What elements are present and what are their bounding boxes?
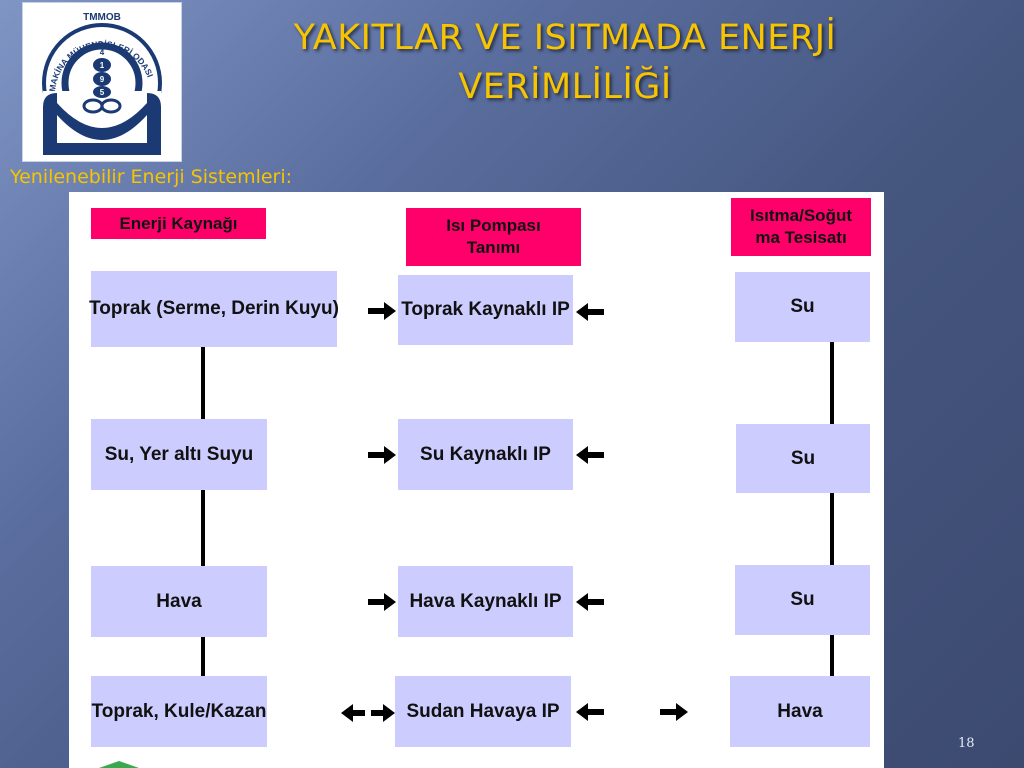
source-box-air: Hava [91, 566, 267, 637]
logo-digit-1: 1 [100, 61, 105, 70]
arrow-right-icon [368, 302, 396, 320]
arrow-left-icon [576, 446, 604, 464]
logo-digit-2: 9 [100, 75, 105, 84]
source-box-ground-tower-boiler: Toprak, Kule/Kazan [91, 676, 267, 747]
header-heat-pump: Isı Pompası Tanımı [406, 208, 581, 266]
arrow-right-icon [660, 703, 688, 721]
logo-emblem-icon: TMMOB MAKİNA MÜHENDİSLERİ ODASI 1 9 5 4 [42, 12, 162, 155]
logo-top-text: TMMOB [83, 12, 121, 23]
pump-box-air-source: Hava Kaynaklı IP [398, 566, 573, 637]
connector-line [830, 493, 834, 565]
pump-box-ground-source: Toprak Kaynaklı IP [398, 275, 573, 345]
connector-line [830, 342, 834, 424]
arrow-right-icon [368, 446, 396, 464]
tmmob-logo: TMMOB MAKİNA MÜHENDİSLERİ ODASI 1 9 5 4 [22, 2, 182, 162]
logo-digit-3: 5 [100, 88, 105, 97]
page-number: 18 [958, 736, 975, 751]
header-energy-source: Enerji Kaynağı [91, 208, 266, 239]
source-box-ground: Toprak (Serme, Derin Kuyu) [89, 271, 339, 347]
arrow-right-icon [368, 593, 396, 611]
green-corner-shape [99, 761, 139, 768]
slide-title: YAKITLAR VE ISITMADA ENERJİ VERİMLİLİĞİ [240, 14, 890, 112]
slide-title-line-2: VERİMLİLİĞİ [458, 67, 672, 107]
double-arrow-icon [341, 704, 395, 722]
header-heating-system: Isıtma/Soğut ma Tesisatı [731, 198, 871, 256]
logo-digit-4: 4 [100, 48, 105, 57]
system-box-water-2: Su [736, 424, 870, 493]
slide-title-line-1: YAKITLAR VE ISITMADA ENERJİ [293, 18, 837, 58]
system-box-water-3: Su [735, 565, 870, 635]
header-heat-pump-line-1: Isı Pompası [446, 216, 541, 235]
heat-pump-diagram: Enerji Kaynağı Isı Pompası Tanımı Isıtma… [69, 192, 884, 768]
arrow-left-icon [576, 303, 604, 321]
header-heating-system-line-1: Isıtma/Soğut [749, 206, 852, 225]
pump-box-water-to-air: Sudan Havaya IP [395, 676, 571, 747]
connector-line [830, 635, 834, 676]
slide-subtitle: Yenilenebilir Enerji Sistemleri: [10, 166, 293, 188]
arrow-left-icon [576, 703, 604, 721]
header-heat-pump-line-2: Tanımı [466, 238, 521, 257]
connector-line [201, 347, 205, 419]
system-box-air: Hava [730, 676, 870, 747]
pump-box-water-source: Su Kaynaklı IP [398, 419, 573, 490]
connector-line [201, 490, 205, 566]
header-heating-system-line-2: ma Tesisatı [755, 228, 847, 247]
connector-line [201, 637, 205, 676]
arrow-left-icon [576, 593, 604, 611]
source-box-water: Su, Yer altı Suyu [91, 419, 267, 490]
system-box-water-1: Su [735, 272, 870, 342]
